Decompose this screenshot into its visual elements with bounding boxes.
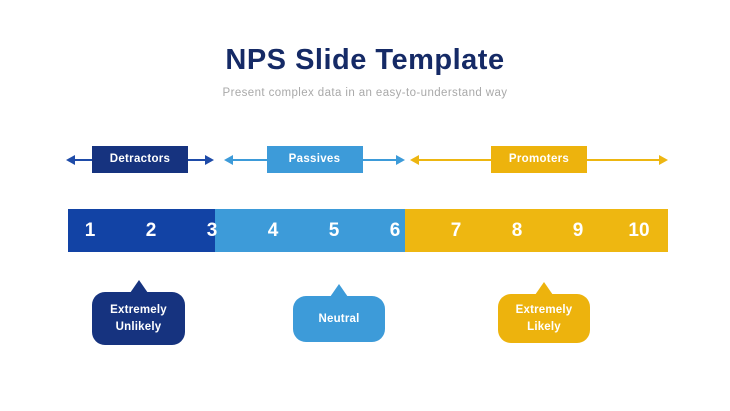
nps-scale-bar <box>68 209 668 252</box>
scale-number: 10 <box>628 220 650 241</box>
callout-extremely-unlikely: Extremely Unlikely <box>92 280 185 345</box>
page-title: NPS Slide Template <box>225 44 505 76</box>
scale-segment-detractors <box>68 209 215 252</box>
scale-number: 7 <box>450 220 462 241</box>
scale-numbers: 1 2 3 4 5 6 7 8 9 10 <box>68 209 668 252</box>
callout-neutral: Neutral <box>293 284 385 342</box>
arrow-left-icon <box>224 154 233 165</box>
scale-number: 2 <box>145 220 157 241</box>
callout-pointer-icon <box>330 284 348 297</box>
category-detractors: Detractors <box>66 146 214 173</box>
scale-number: 6 <box>389 220 401 241</box>
page-subtitle: Present complex data in an easy-to-under… <box>222 87 508 99</box>
category-label-passives: Passives <box>266 146 363 173</box>
arrow-left-icon <box>66 154 75 165</box>
arrow-right-icon <box>396 154 405 165</box>
callout-text-line: Unlikely <box>115 320 162 333</box>
scale-number: 4 <box>267 220 279 241</box>
callout-pointer-icon <box>535 282 553 295</box>
category-promoters: Promoters <box>410 146 668 173</box>
arrow-right-icon <box>205 154 214 165</box>
scale-segment-promoters <box>405 209 668 252</box>
category-label-promoters: Promoters <box>491 146 587 173</box>
scale-number: 1 <box>84 220 96 241</box>
callout-pointer-icon <box>129 280 148 293</box>
scale-segment-passives <box>215 209 405 252</box>
category-label-detractors: Detractors <box>92 146 188 173</box>
scale-number: 8 <box>511 220 523 241</box>
arrow-left-icon <box>410 154 419 165</box>
callout-text-line: Neutral <box>318 312 360 325</box>
callout-extremely-likely: Extremely Likely <box>498 282 590 343</box>
scale-number: 3 <box>206 220 218 241</box>
callout-text-line: Likely <box>527 320 561 333</box>
callout-text-line: Extremely <box>110 304 167 317</box>
scale-number: 9 <box>572 220 584 241</box>
callout-text-line: Extremely <box>515 304 573 317</box>
arrow-right-icon <box>659 154 668 165</box>
category-passives: Passives <box>224 146 405 173</box>
scale-number: 5 <box>328 220 340 241</box>
